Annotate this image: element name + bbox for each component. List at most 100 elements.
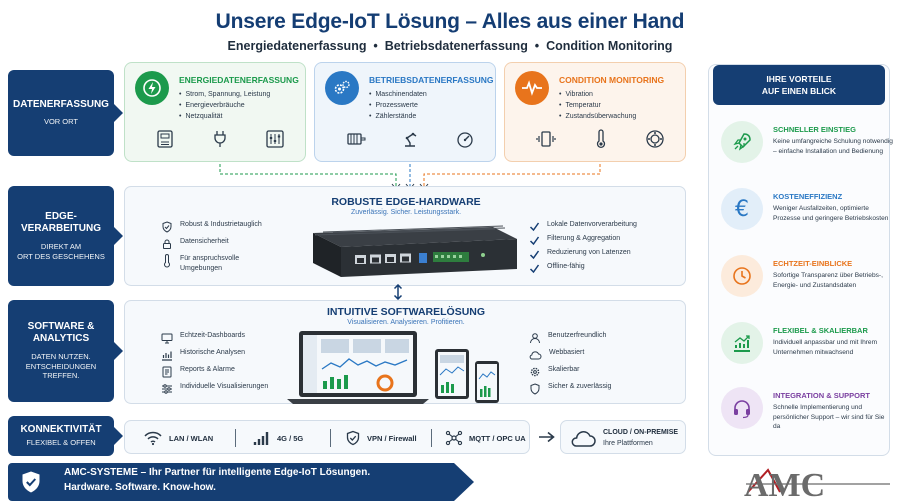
euro-icon: €: [721, 188, 763, 230]
meter-icon: [157, 130, 173, 148]
gauge-icon: [457, 132, 473, 148]
connectivity-panel: LAN / WLAN 4G / 5G VPN / Firewall MQTT /…: [124, 420, 530, 454]
wifi-icon: [144, 431, 162, 446]
bar-chart-icon: [162, 351, 172, 361]
advantage-title: ECHTZEIT-EINBLICKE: [773, 259, 853, 268]
cloud-icon: [529, 351, 542, 360]
section-label-data-capture: DATENERFASSUNG VOR ORT: [8, 70, 123, 156]
feature-text: Reduzierung von Latenzen: [547, 249, 631, 256]
footer-line-2: Hardware. Software. Know-how.: [64, 482, 216, 493]
feature-text: Webbasiert: [549, 349, 585, 356]
section-subtitle: FLEXIBEL & OFFEN: [26, 438, 96, 448]
list-item: Maschinendaten: [369, 89, 426, 100]
section-subtitle: VOR ORT: [43, 117, 79, 127]
page-title: Unsere Edge-IoT Lösung – Alles aus einer…: [215, 10, 685, 33]
list-item: Netzqualität: [179, 111, 270, 122]
updown-arrow-icon: [393, 284, 403, 300]
advantages-header: IHRE VORTEILE AUF EINEN BLICK: [713, 65, 885, 105]
sliders-icon: [162, 384, 172, 394]
control-panel-icon: [266, 130, 284, 148]
hardware-subtitle: Zuverlässig. Sicher. Leistungsstark.: [350, 209, 462, 216]
feature-text: Historische Analysen: [180, 349, 245, 356]
cloud-title: CLOUD / ON-PREMISE: [603, 429, 679, 436]
page-subtitle: Energiedatenerfassung • Betriebsdatenerf…: [227, 39, 673, 53]
advantage-item: € KOSTENEFFIZIENZ Weniger Ausfallzeiten,…: [709, 188, 891, 248]
feature-text: Individuelle Visualisierungen: [180, 383, 269, 390]
section-title: KONNEKTIVITÄT: [20, 423, 102, 435]
report-icon: [162, 366, 172, 378]
amc-logo: AMC: [744, 467, 890, 502]
bearing-icon: [646, 130, 664, 148]
section-title: DATENERFASSUNG: [13, 98, 109, 110]
hardware-title: ROBUSTE EDGE-HARDWARE: [331, 196, 481, 208]
robot-arm-icon: [405, 132, 417, 147]
shield-icon: [530, 383, 540, 395]
condition-box: CONDITION MONITORING Vibration Temperatu…: [504, 62, 686, 162]
list-item: Prozesswerte: [369, 100, 427, 111]
network-nodes-icon: [445, 430, 463, 446]
box-title: BETRIEBSDATENERFASSUNG: [369, 75, 494, 85]
cloud-icon: [571, 431, 596, 447]
connectivity-item: 4G / 5G: [277, 433, 304, 443]
advantage-text: Sofortige Transparenz über Betriebs-, En…: [773, 272, 883, 289]
connectivity-item: LAN / WLAN: [169, 433, 214, 443]
rocket-icon: [721, 121, 763, 163]
list-item: Zählerstände: [369, 111, 427, 122]
section-subtitle: DIREKT AM ORT DES GESCHEHENS: [17, 241, 105, 261]
clock-icon: [721, 255, 763, 297]
list-item: Vibration: [559, 89, 636, 100]
advantage-text: Individuell anpassbar und mit Ihrem Unte…: [773, 339, 878, 356]
devices-image: [287, 331, 499, 404]
feature-text: Filterung & Aggregation: [547, 235, 621, 242]
connectivity-item: VPN / Firewall: [367, 433, 417, 443]
thermometer-icon: [164, 254, 170, 268]
list-item: Strom, Spannung, Leistung: [179, 89, 270, 100]
thermometer-icon: [596, 129, 606, 149]
data-capture-row: ENERGIEDATENERFASSUNG Strom, Spannung, L…: [124, 62, 686, 164]
shield-check-icon: [162, 221, 172, 233]
box-title: ENERGIEDATENERFASSUNG: [179, 75, 299, 85]
box-title: CONDITION MONITORING: [559, 75, 665, 85]
advantage-item: FLEXIBEL & SKALIERBAR Individuell anpass…: [709, 322, 891, 382]
section-title: SOFTWARE & ANALYTICS: [27, 320, 95, 345]
motor-icon: [347, 133, 366, 145]
feature-text: Sicher & zuverlässig: [548, 383, 612, 390]
advantage-item: ECHTZEIT-EINBLICKE Sofortige Transparenz…: [709, 255, 891, 315]
list-item: Energieverbräuche: [179, 100, 270, 111]
shield-check-icon: [346, 430, 360, 446]
section-title: EDGE- VERARBEITUNG: [20, 210, 101, 235]
check-icon: [529, 264, 540, 274]
section-label-edge: EDGE- VERARBEITUNG DIREKT AM ORT DES GES…: [8, 186, 123, 286]
gears-icon: [325, 71, 359, 105]
feature-text: Lokale Datenvorverarbeitung: [547, 221, 637, 228]
advantage-title: INTEGRATION & SUPPORT: [773, 391, 870, 400]
energy-box: ENERGIEDATENERFASSUNG Strom, Spannung, L…: [124, 62, 306, 162]
check-icon: [529, 250, 540, 260]
growth-chart-icon: [721, 322, 763, 364]
feature-text: Datensicherheit: [180, 238, 229, 245]
software-title: INTUITIVE SOFTWARELÖSUNG: [326, 306, 486, 318]
cloud-panel: CLOUD / ON-PREMISE Ihre Plattformen: [560, 420, 686, 454]
advantage-title: FLEXIBEL & SKALIERBAR: [773, 326, 868, 335]
software-subtitle: Visualisieren. Analysieren. Profitieren.: [347, 319, 465, 326]
arrow-right-icon: [539, 431, 555, 443]
feature-text: Skalierbar: [548, 366, 580, 373]
cloud-subtitle: Ihre Plattformen: [603, 440, 653, 447]
advantages-title: IHRE VORTEILE AUF EINEN BLICK: [761, 74, 837, 96]
check-icon: [529, 222, 540, 232]
check-icon: [529, 236, 540, 246]
shield-check-icon: [22, 471, 40, 493]
list-item: Zustandsüberwachung: [559, 111, 636, 122]
feature-text: Robust & Industrietauglich: [180, 221, 262, 228]
vibration-sensor-icon: [536, 131, 556, 147]
feature-text: Reports & Alarme: [180, 366, 235, 373]
advantages-panel: IHRE VORTEILE AUF EINEN BLICK SCHNELLER …: [708, 64, 893, 456]
footer-banner-shape: [8, 463, 474, 501]
advantage-item: SCHNELLER EINSTIEG Keine umfangreiche Sc…: [709, 121, 893, 181]
connectivity-item: MQTT / OPC UA: [469, 433, 526, 443]
user-icon: [530, 333, 540, 344]
monitor-icon: [161, 333, 173, 344]
advantage-title: SCHNELLER EINSTIEG: [773, 125, 856, 134]
gear-icon: [530, 367, 540, 377]
feature-text: Offline-fähig: [547, 263, 585, 270]
